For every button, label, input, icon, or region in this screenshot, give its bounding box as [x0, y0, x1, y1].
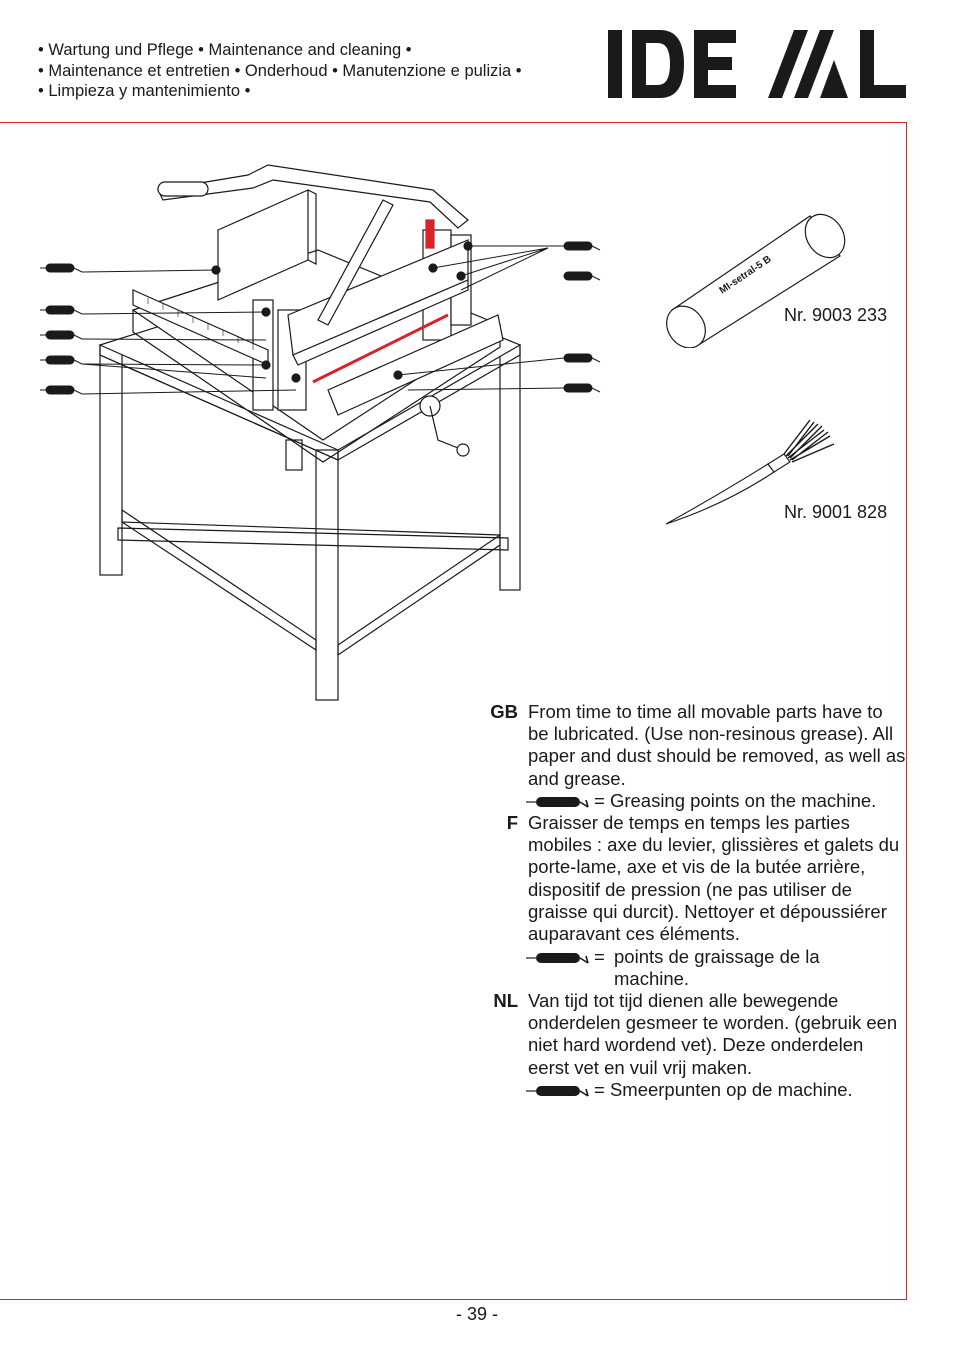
- grease-tube-illustration: MI-setral-5 B: [666, 213, 846, 348]
- legend-text-gb: = Greasing points on the machine.: [594, 790, 877, 811]
- brush-part-number: Nr. 9001 828: [784, 502, 888, 522]
- grease-markers-left: [40, 263, 297, 395]
- page-number: - 39 -: [455, 1304, 498, 1324]
- legend-nl: = Smeerpunten op de machine.: [526, 1079, 853, 1101]
- brush-illustration: [665, 419, 835, 525]
- header-line-1: • Wartung und Pflege • Maintenance and c…: [38, 41, 412, 59]
- lang-code-gb: GB: [490, 701, 518, 722]
- tube-part-number: Nr. 9003 233: [784, 305, 888, 325]
- legend-text-nl: = Smeerpunten op de machine.: [594, 1079, 853, 1100]
- legend-gb: = Greasing points on the machine.: [526, 790, 876, 812]
- legend-f: =: [526, 946, 605, 968]
- instruction-text-nl: Van tijd tot tijd dienen alle bewegende …: [528, 990, 898, 1078]
- legend-eq-f: =: [594, 946, 605, 967]
- lang-code-nl: NL: [493, 990, 518, 1011]
- ideal-logo: [608, 30, 906, 98]
- guillotine-machine-illustration: [40, 164, 601, 701]
- grease-point-icon: [526, 1086, 589, 1097]
- legend-text-f: points de graissage de la machine.: [614, 946, 820, 990]
- header-section-titles: • Wartung und Pflege • Maintenance and c…: [38, 40, 522, 102]
- instruction-text-gb: From time to time all movable parts have…: [528, 701, 906, 789]
- header-line-3: • Limpieza y mantenimiento •: [38, 82, 251, 100]
- header-line-2: • Maintenance et entretien • Onderhoud •…: [38, 61, 522, 80]
- grease-markers-right: [397, 241, 601, 393]
- grease-point-icon: [526, 797, 589, 808]
- grease-point-icon: [526, 953, 589, 964]
- instruction-text-f: Graisser de temps en temps les parties m…: [528, 812, 900, 945]
- lang-code-f: F: [506, 812, 518, 833]
- page-frame: [0, 122, 907, 1300]
